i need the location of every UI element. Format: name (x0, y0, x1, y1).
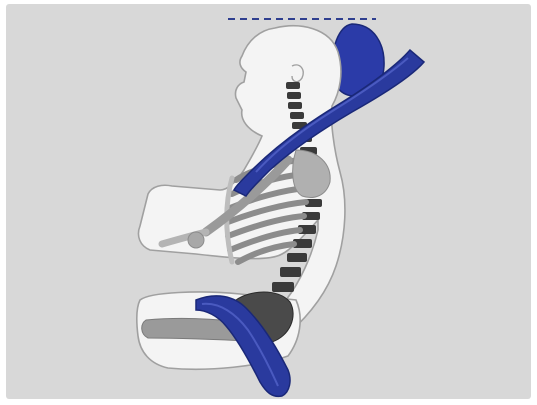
elbow-joint (188, 232, 204, 248)
